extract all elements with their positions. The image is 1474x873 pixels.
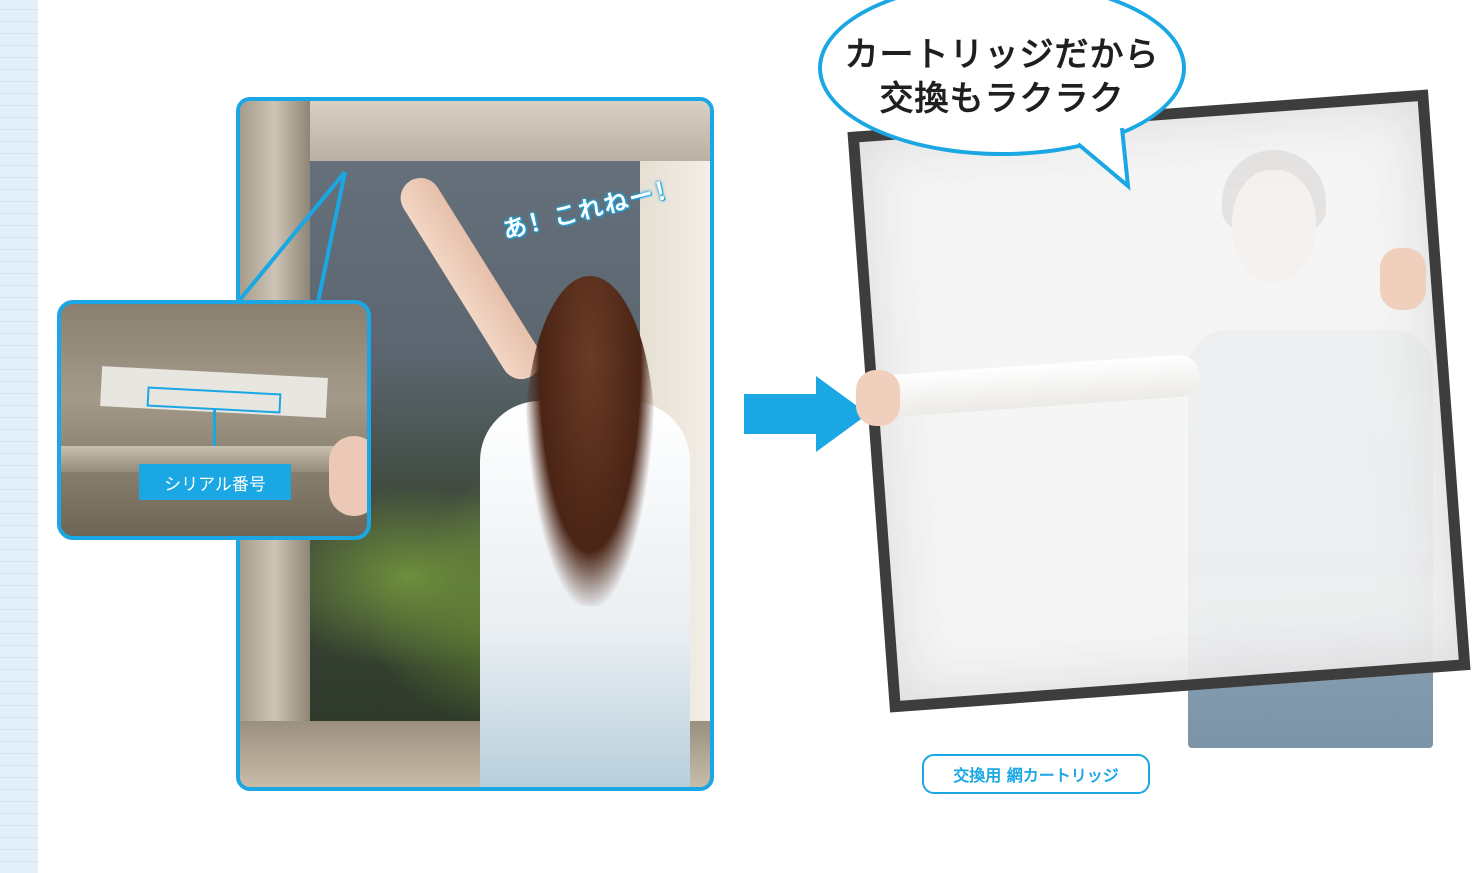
woman-hand-right: [1380, 248, 1426, 310]
woman-hand-left: [856, 370, 900, 426]
speech-line-2: 交換もラクラク: [879, 79, 1125, 119]
speech-line-1: カートリッジだから: [844, 35, 1160, 75]
label-stem: [213, 410, 216, 466]
finger: [329, 436, 367, 516]
speech-bubble: カートリッジだから 交換もラクラク: [818, 0, 1186, 156]
woman-hair: [525, 276, 655, 606]
decorative-side-strip: [0, 0, 38, 873]
arrow-right-icon: [744, 376, 868, 452]
window-frame-top: [240, 101, 710, 161]
serial-number-label: シリアル番号: [139, 464, 291, 500]
cartridge-caption: 交換用 網カートリッジ: [922, 754, 1150, 794]
serial-zoom-box: シリアル番号: [57, 300, 371, 540]
